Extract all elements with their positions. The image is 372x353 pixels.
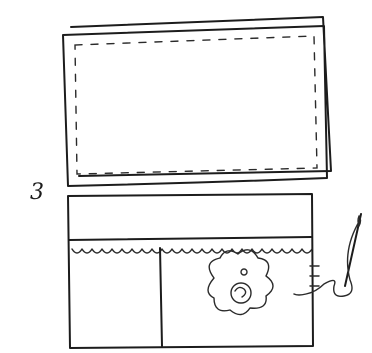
pocket-divider-line	[160, 248, 162, 346]
edge-stitch-marks	[310, 266, 319, 286]
stitch-line-dashed	[75, 36, 317, 174]
bottom-pocket-panel	[68, 194, 319, 348]
fabric-front-layer	[63, 26, 327, 186]
flower-petals	[208, 250, 273, 315]
top-fabric-panel	[63, 17, 331, 186]
fabric-back-layer	[71, 17, 331, 176]
needle-and-thread	[294, 214, 361, 296]
flower-center-swirl	[235, 287, 246, 297]
thread	[294, 220, 360, 296]
outer-frame	[68, 194, 313, 348]
step-number: 3	[30, 180, 44, 205]
flower-center	[231, 283, 251, 303]
flower-bud-dot	[241, 269, 247, 275]
flower-embroidery	[208, 250, 273, 315]
pocket-top-line	[69, 237, 311, 240]
scalloped-trim	[72, 249, 312, 253]
